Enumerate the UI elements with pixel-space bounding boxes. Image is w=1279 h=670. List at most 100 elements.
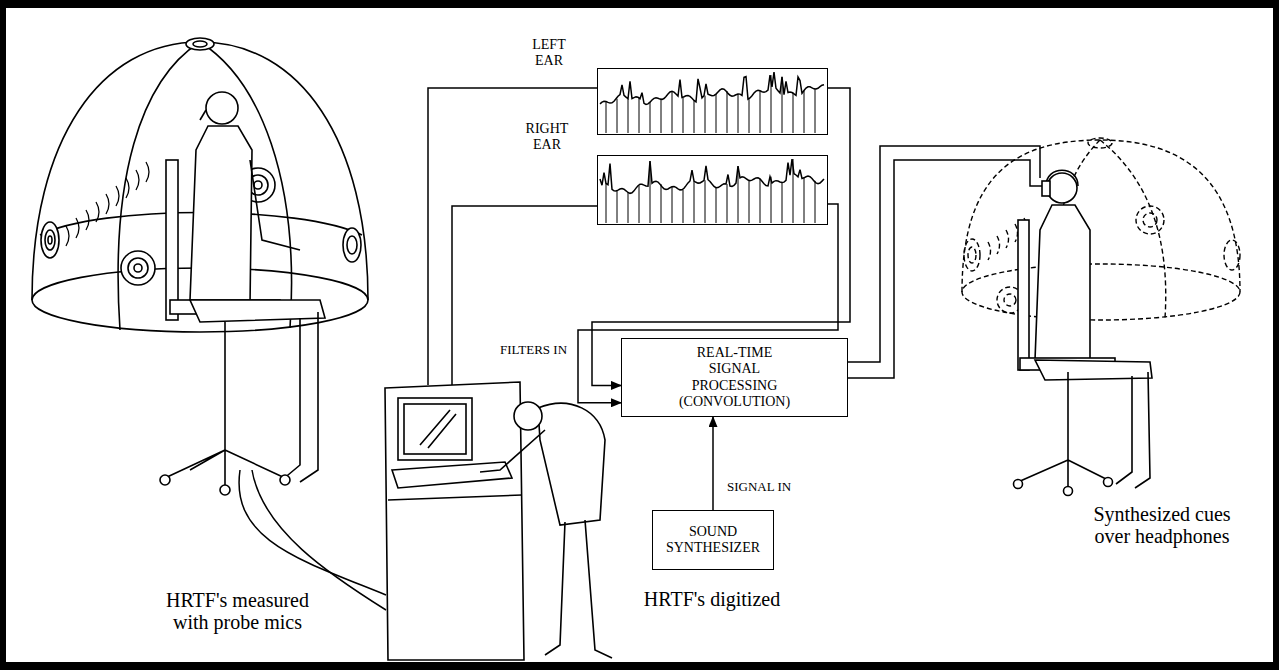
box-text: SOUND SYNTHESIZER	[661, 524, 765, 556]
response-plot	[598, 69, 826, 133]
seated-listener	[200, 110, 206, 120]
process-box: REAL-TIME SIGNAL PROCESSING (CONVOLUTION…	[621, 338, 848, 417]
headphone-wire	[848, 146, 1042, 378]
loudspeaker-symbol	[128, 258, 148, 278]
plot-bar	[782, 183, 783, 223]
terminal-wire	[428, 88, 597, 385]
caption: HRTF's measured with probe mics	[155, 589, 320, 633]
terminal-wire	[428, 88, 597, 385]
seated-listener	[190, 126, 252, 305]
operator	[480, 430, 545, 472]
seated-listener	[166, 160, 178, 320]
sound-waves	[66, 162, 149, 246]
operator	[480, 402, 612, 658]
operator	[585, 520, 612, 658]
response-curve	[600, 159, 824, 193]
plot-bar	[738, 94, 739, 133]
plot-bar	[661, 184, 662, 223]
plot-bar	[716, 94, 717, 133]
seated-listener	[160, 92, 325, 495]
headphone-listener	[1104, 478, 1113, 487]
plot-bar	[804, 178, 805, 223]
computer-terminal	[385, 382, 524, 660]
plot-bar	[815, 89, 816, 133]
computer-terminal	[398, 398, 472, 460]
headphone-listener	[1116, 376, 1132, 484]
virtual-dome	[964, 239, 980, 271]
plot-bar	[793, 93, 794, 133]
loudspeaker-symbol	[343, 228, 361, 262]
virtual-dome	[968, 247, 976, 263]
terminal-wire	[452, 206, 597, 385]
headphone-listener	[1067, 372, 1069, 460]
virtual-dome	[1100, 140, 1166, 318]
virtual-dome	[1088, 138, 1112, 148]
computer-terminal	[392, 462, 512, 488]
plot-bar	[683, 190, 684, 223]
operator	[514, 402, 542, 430]
plot-bar	[727, 91, 728, 133]
loudspeaker-symbol	[45, 230, 55, 250]
virtual-dome	[1136, 206, 1164, 234]
headphone-wire	[848, 160, 1042, 378]
signal-label: FILTERS IN	[500, 343, 568, 357]
seated-listener	[280, 475, 290, 485]
plot-bar	[694, 100, 695, 133]
seated-listener	[282, 318, 300, 480]
plot-bar	[815, 181, 816, 223]
frequency-plot-box: RIGHT EAR	[597, 155, 828, 225]
plot-bar	[716, 188, 717, 223]
plot-bar	[606, 101, 607, 133]
probe-mic-cable	[239, 470, 386, 595]
virtual-dome	[962, 264, 1240, 320]
connector-label: SIGNAL IN	[727, 480, 791, 494]
synthesizer-box: SOUND SYNTHESIZER	[652, 510, 774, 570]
seated-listener	[250, 160, 300, 250]
plot-bar	[760, 91, 761, 133]
headphone-listener	[1047, 173, 1077, 203]
plot-bar	[804, 91, 805, 133]
plot-bar	[672, 187, 673, 223]
plot-bar	[639, 97, 640, 133]
virtual-dome	[962, 140, 1240, 292]
plot-bar	[606, 183, 607, 223]
headphone-listener	[1018, 460, 1108, 488]
signal-connector	[712, 417, 714, 510]
response-plot	[598, 156, 826, 223]
seated-listener	[190, 300, 325, 322]
virtual-dome	[962, 138, 1240, 320]
plot-bar	[694, 181, 695, 223]
plot-bar	[771, 177, 772, 223]
measurement-dome	[118, 42, 200, 330]
loudspeaker-symbol	[347, 236, 357, 254]
virtual-dome	[1224, 240, 1240, 270]
loudspeaker-symbol	[193, 41, 207, 47]
computer-terminal	[385, 382, 524, 660]
sound-waves	[66, 162, 149, 246]
computer-terminal	[420, 410, 456, 448]
seated-listener	[300, 312, 318, 482]
seated-listener	[224, 322, 226, 450]
headphone-listener	[1035, 360, 1152, 380]
loudspeaker-symbol	[254, 181, 262, 189]
headphone-listener	[1014, 170, 1153, 495]
plot-bar	[617, 191, 618, 223]
seated-listener	[220, 485, 230, 495]
plot-bar	[617, 99, 618, 133]
box-text: REAL-TIME SIGNAL PROCESSING (CONVOLUTION…	[672, 345, 798, 409]
computer-terminal	[404, 404, 466, 454]
plot-bar	[628, 192, 629, 223]
loudspeaker-symbol	[48, 236, 52, 244]
plot-bar	[727, 184, 728, 223]
headphone-listener	[1014, 480, 1023, 489]
plot-heading: RIGHT EAR	[517, 121, 577, 153]
virtual-dome	[1004, 294, 1016, 306]
headphone-wire	[848, 146, 1040, 362]
headphone-listener	[1046, 170, 1078, 186]
response-curve	[600, 72, 824, 104]
headphone-listener	[1135, 372, 1150, 488]
headphone-listener	[1064, 487, 1073, 496]
plot-bar	[683, 97, 684, 133]
